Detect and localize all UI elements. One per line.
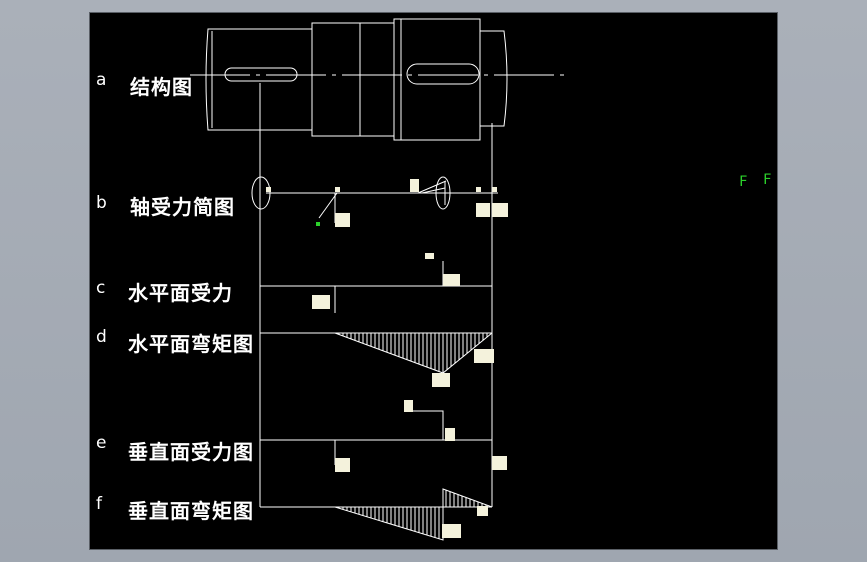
stray-label-f-1: F [739,174,748,190]
force-point-marker [316,222,320,226]
vertical-force-labels [335,400,507,472]
force-sketch-labels [335,203,508,227]
row-title-b: 轴受力简图 [130,195,235,219]
shaft-diagram [190,18,570,541]
horizontal-moment-hatching [338,333,488,373]
shaft-structure [190,18,570,141]
row-letter-f: f [96,494,102,514]
row-title-c: 水平面受力 [128,281,233,305]
force-sketch-markers [266,179,497,192]
row-title-e: 垂直面受力图 [128,440,254,464]
horizontal-force-diagram [260,261,492,313]
row-title-f: 垂直面弯矩图 [128,499,254,523]
horizontal-moment-diagram [260,332,493,374]
vertical-moment-labels [442,506,488,538]
row-title-d: 水平面弯矩图 [128,332,254,356]
horizontal-force-labels [312,253,460,309]
vertical-moment-diagram [260,488,493,541]
vertical-force-diagram [260,410,493,465]
vertical-moment-hatching [338,490,491,539]
row-letter-a: a [96,70,107,90]
reference-lines [259,83,493,507]
row-letter-b: b [96,193,107,213]
drawing-canvas: a 结构图 b 轴受力简图 c 水平面受力 d 水平面弯矩图 e 垂直面受力图 … [89,12,778,550]
row-letter-d: d [96,327,107,347]
stray-label-f-2: F [763,172,772,188]
horizontal-moment-labels [432,349,494,387]
row-letter-c: c [96,278,106,298]
row-title-a: 结构图 [130,75,193,99]
force-sketch [251,176,498,223]
row-letter-e: e [96,433,107,453]
